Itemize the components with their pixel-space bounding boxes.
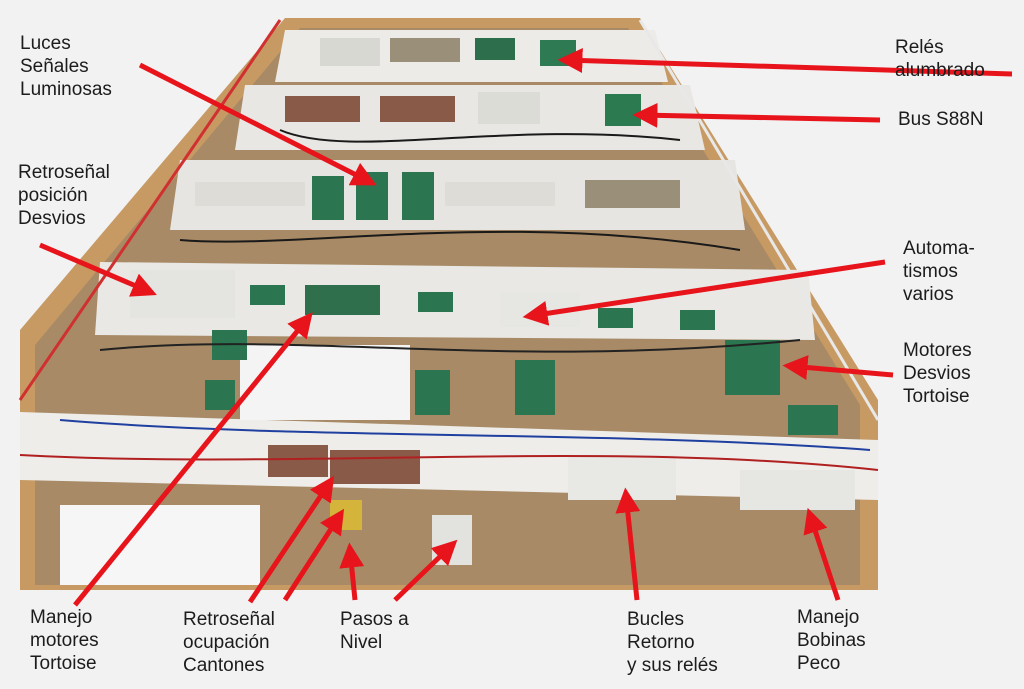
label-line: Manejo [797,607,860,628]
label-retro-ocupacion: Retroseñal ocupación Cantones [183,608,275,677]
label-line: motores [30,630,99,651]
label-line: Bobinas [797,630,866,651]
label-line: Retroseñal [18,162,110,183]
label-automatismos: Automa- tismos varios [903,237,975,306]
label-line: Nivel [340,632,383,653]
label-line: Desvios [18,208,86,229]
label-line: Peco [797,653,841,674]
label-line: y sus relés [627,655,718,676]
label-line: Retorno [627,632,695,653]
floor-white [60,505,260,585]
label-luces-senales: Luces Señales Luminosas [20,32,112,101]
label-motores-desvios: Motores Desvios Tortoise [903,339,972,408]
label-line: posición [18,185,88,206]
label-reles-alumbrado: Relés alumbrado [895,36,985,82]
label-line: varios [903,284,954,305]
label-manejo-bobinas: Manejo Bobinas Peco [797,606,866,675]
label-manejo-motores: Manejo motores Tortoise [30,606,99,675]
label-line: alumbrado [895,60,985,81]
label-line: Luces [20,33,71,54]
label-line: Bucles [627,609,685,630]
label-line: Pasos a [340,609,409,630]
label-line: Bus S88N [898,109,984,130]
label-retro-posicion: Retroseñal posición Desvios [18,161,110,230]
label-line: ocupación [183,632,270,653]
label-line: Tortoise [30,653,97,674]
label-bucles-retorno: Bucles Retorno y sus relés [627,608,718,677]
label-line: tismos [903,261,958,282]
label-line: Retroseñal [183,609,275,630]
label-line: Motores [903,340,972,361]
label-line: Desvios [903,363,971,384]
label-line: Luminosas [20,79,112,100]
label-line: Tortoise [903,386,970,407]
label-line: Automa- [903,238,975,259]
floor-white-2 [240,345,410,420]
label-line: Manejo [30,607,93,628]
label-line: Señales [20,56,89,77]
label-line: Cantones [183,655,265,676]
label-bus: Bus S88N [898,108,984,131]
label-pasos-nivel: Pasos a Nivel [340,608,409,654]
label-line: Relés [895,37,944,58]
